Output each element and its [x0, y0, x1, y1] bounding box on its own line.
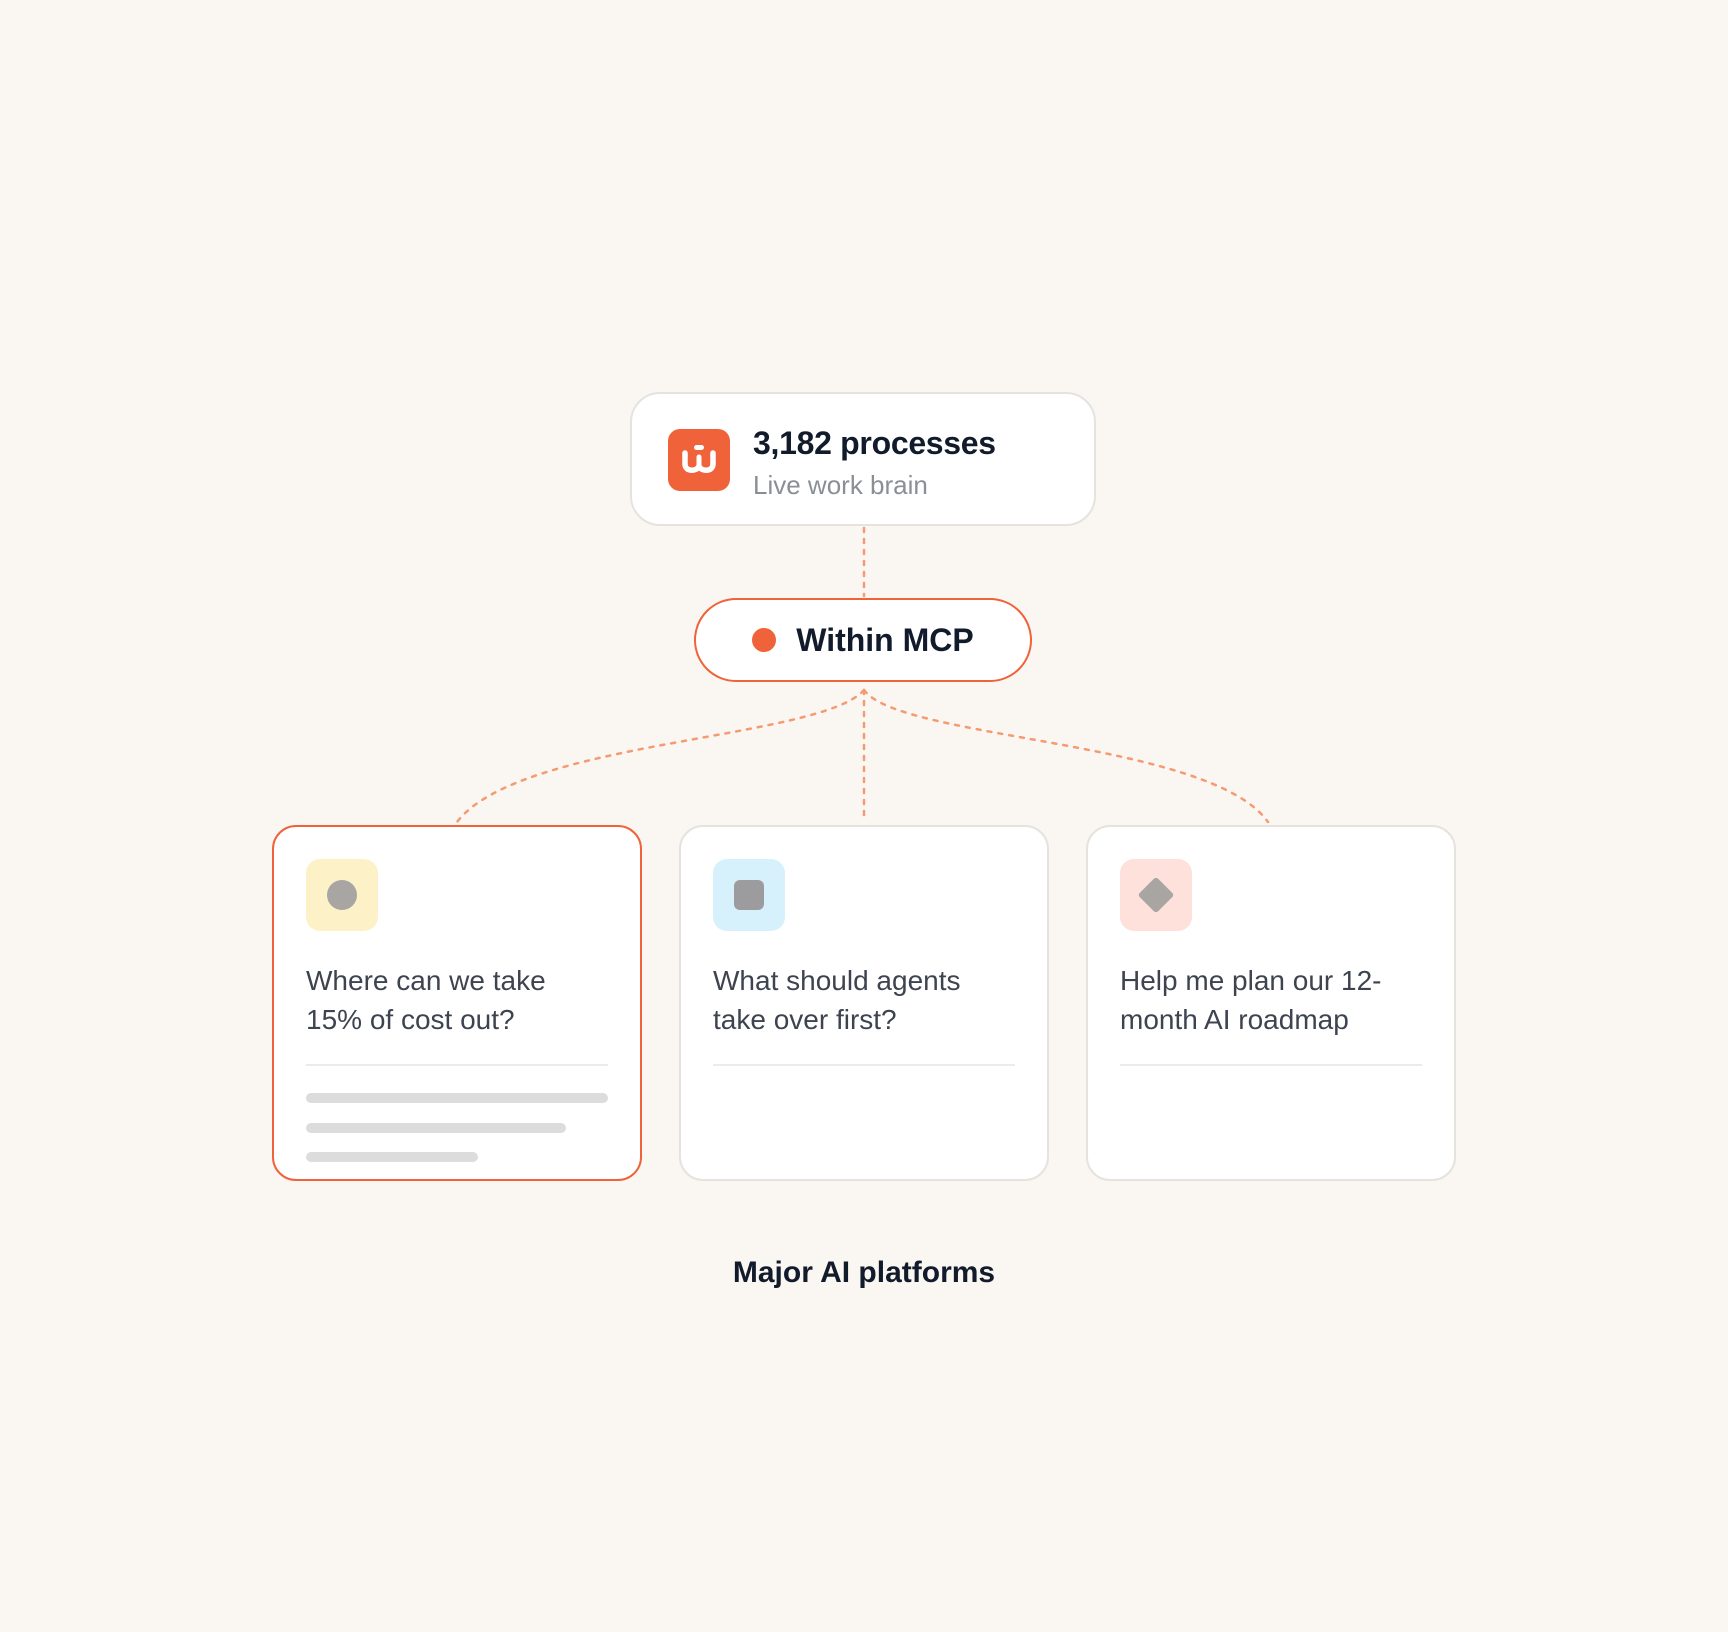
logo-tile — [668, 429, 730, 491]
prompt-card-cost[interactable]: Where can we take 15% of cost out? — [272, 825, 642, 1181]
platform-tile — [713, 859, 785, 931]
prompt-text: What should agents take over first? — [713, 965, 961, 1035]
prompt-card-agents[interactable]: What should agents take over first? — [679, 825, 1049, 1181]
circle-icon — [327, 880, 357, 910]
connector-mcp-to-card-1 — [455, 688, 866, 824]
prompt-text: Help me plan our 12-month AI roadmap — [1120, 965, 1382, 1035]
platform-tile — [1120, 859, 1192, 931]
divider — [1120, 1064, 1422, 1066]
process-count: 3,182 processes — [753, 425, 996, 461]
source-text: 3,182 processes Live work brain — [753, 424, 996, 500]
source-subtitle: Live work brain — [753, 470, 928, 500]
divider — [306, 1064, 608, 1066]
w-logo-icon — [682, 445, 716, 473]
source-card[interactable]: 3,182 processes Live work brain — [630, 392, 1096, 526]
connector-mcp-to-card-3 — [862, 688, 1270, 824]
square-icon — [734, 880, 764, 910]
status-dot-icon — [752, 628, 777, 652]
response-placeholder-line — [306, 1093, 608, 1103]
prompt-card-roadmap[interactable]: Help me plan our 12-month AI roadmap — [1086, 825, 1456, 1181]
response-placeholder-line — [306, 1152, 478, 1162]
divider — [713, 1064, 1015, 1066]
platform-tile — [306, 859, 378, 931]
mcp-label: Within MCP — [796, 621, 974, 658]
prompt-text: Where can we take 15% of cost out? — [306, 965, 546, 1035]
response-placeholder-line — [306, 1123, 566, 1133]
mcp-pill[interactable]: Within MCP — [694, 598, 1032, 682]
platforms-caption: Major AI platforms — [732, 1256, 996, 1289]
diamond-icon — [1137, 876, 1175, 914]
